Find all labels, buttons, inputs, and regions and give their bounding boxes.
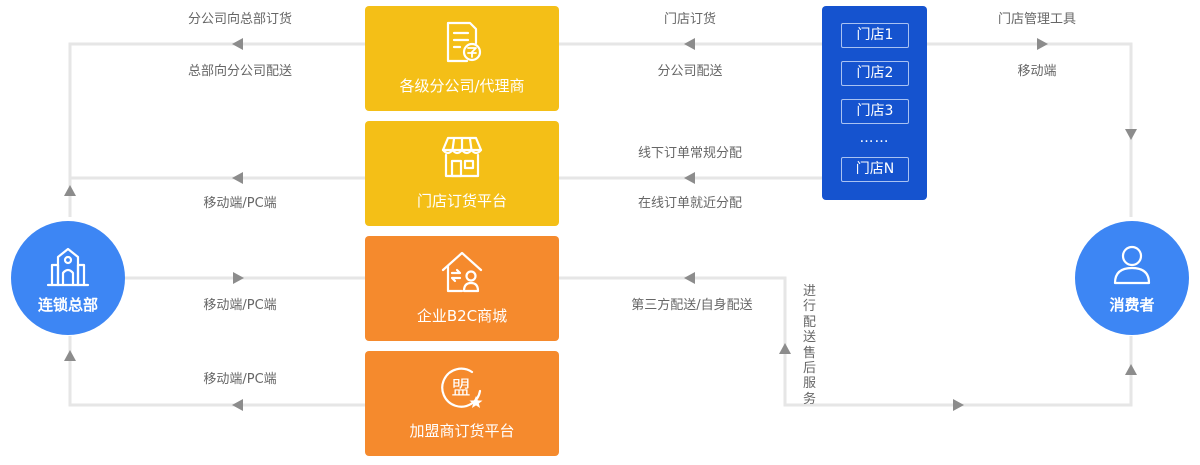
arrow-left-icon bbox=[684, 272, 695, 284]
card-franchise-label: 加盟商订货平台 bbox=[409, 422, 515, 440]
arrow-down-icon bbox=[1125, 129, 1137, 140]
store-chip-1: 门店1 bbox=[841, 23, 909, 48]
label-row2-left: 移动端/PC端 bbox=[203, 196, 277, 211]
line-bottom-left bbox=[68, 336, 365, 407]
franchise-icon-char: 盟 bbox=[451, 377, 470, 399]
label-hq-ship: 总部向分公司配送 bbox=[187, 64, 293, 79]
arrow-left-icon bbox=[232, 38, 243, 50]
arrow-right-icon bbox=[233, 272, 244, 284]
label-store-order: 门店订货 bbox=[663, 12, 717, 27]
arrow-right-icon bbox=[1037, 38, 1048, 50]
node-hq: 连锁总部 bbox=[11, 221, 125, 335]
building-icon bbox=[46, 247, 90, 287]
card-branch: 各级分公司/代理商 bbox=[365, 6, 559, 111]
label-row3-left: 移动端/PC端 bbox=[203, 298, 277, 313]
card-b2c-label: 企业B2C商城 bbox=[416, 307, 508, 325]
alliance-badge-icon: 盟 bbox=[441, 367, 483, 408]
arrow-left-icon bbox=[232, 172, 243, 184]
arrow-left-icon bbox=[684, 172, 695, 184]
label-online-alloc: 在线订单就近分配 bbox=[637, 196, 743, 211]
arrow-up-icon bbox=[64, 350, 76, 361]
store-ellipsis: …… bbox=[859, 130, 890, 146]
arrow-up-icon bbox=[779, 343, 791, 354]
label-after-sales: 进行配送售后服务 bbox=[803, 284, 817, 407]
store-chip-n: 门店N bbox=[841, 157, 909, 182]
store-chip-3: 门店3 bbox=[841, 99, 909, 124]
store-chip-2: 门店2 bbox=[841, 61, 909, 86]
card-store-platform-label: 门店订货平台 bbox=[416, 192, 507, 210]
label-row4-left: 移动端/PC端 bbox=[203, 372, 277, 387]
label-mobile: 移动端 bbox=[1017, 64, 1057, 79]
arrow-left-icon bbox=[232, 399, 243, 411]
label-branch-order: 分公司向总部订货 bbox=[187, 12, 293, 27]
label-branch-ship: 分公司配送 bbox=[657, 64, 723, 79]
line-top-left bbox=[68, 42, 365, 217]
label-offline-alloc: 线下订单常规分配 bbox=[637, 146, 743, 161]
home-person-icon bbox=[441, 251, 483, 293]
node-hq-label: 连锁总部 bbox=[37, 296, 98, 314]
card-b2c: 企业B2C商城 bbox=[365, 236, 559, 341]
arrow-up-icon bbox=[1125, 364, 1137, 375]
card-franchise: 盟 加盟商订货平台 bbox=[365, 351, 559, 456]
store-list: 门店1 门店2 门店3 …… 门店N bbox=[822, 6, 927, 200]
line-b2c-route bbox=[559, 276, 1133, 407]
arrow-up-icon bbox=[64, 185, 76, 196]
label-row3-right: 第三方配送/自身配送 bbox=[631, 298, 753, 313]
line-top-right bbox=[927, 42, 1133, 217]
arrow-left-icon bbox=[684, 38, 695, 50]
document-icon bbox=[446, 21, 482, 63]
node-consumer-label: 消费者 bbox=[1109, 296, 1155, 314]
node-consumer: 消费者 bbox=[1075, 221, 1189, 335]
card-store-platform: 门店订货平台 bbox=[365, 121, 559, 226]
card-branch-label: 各级分公司/代理商 bbox=[399, 77, 525, 95]
person-icon bbox=[1113, 245, 1151, 285]
label-store-tool: 门店管理工具 bbox=[997, 12, 1077, 27]
store-icon bbox=[441, 136, 483, 178]
arrow-right-icon bbox=[953, 399, 964, 411]
